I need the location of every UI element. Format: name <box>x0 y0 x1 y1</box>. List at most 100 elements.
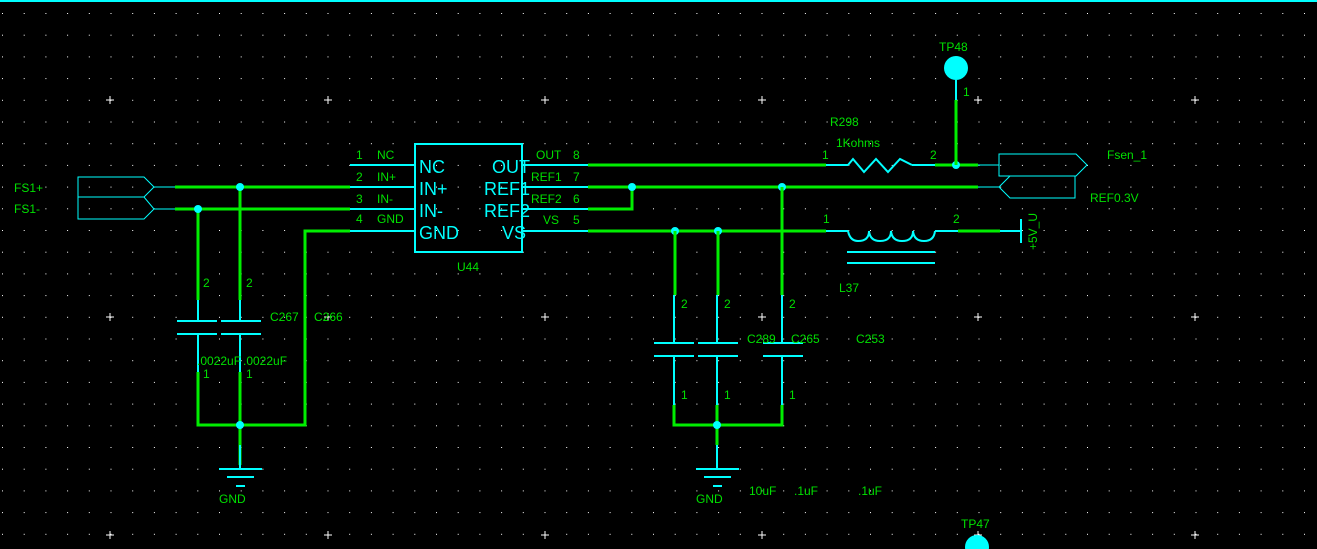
grid-dot <box>197 447 199 448</box>
grid-dot <box>1260 186 1262 188</box>
grid-dot <box>848 121 850 123</box>
grid-dot <box>1260 164 1262 166</box>
grid-dot <box>45 56 47 58</box>
grid-dot <box>609 13 611 14</box>
capacitor-c253[interactable] <box>763 295 803 405</box>
grid-dot <box>1065 468 1067 470</box>
grid-dot <box>1260 56 1262 58</box>
grid-dot <box>935 381 937 383</box>
grid-dot <box>1238 251 1240 253</box>
grid-dot <box>349 295 351 297</box>
grid-dot <box>479 230 481 231</box>
grid-dot <box>240 360 242 362</box>
port-ref03v[interactable] <box>978 175 1076 199</box>
grid-dot <box>457 425 459 427</box>
grid-dot <box>457 78 459 80</box>
grid-dot <box>479 403 481 405</box>
grid-dot <box>370 316 372 318</box>
grid-dot <box>826 360 828 362</box>
grid-dot <box>479 186 481 188</box>
grid-dot <box>284 230 286 231</box>
grid-dot <box>197 512 199 514</box>
power-5v-label: +5V_U <box>1026 213 1040 250</box>
grid-dot <box>522 533 524 535</box>
net-gnd-caps[interactable] <box>672 405 784 445</box>
grid-dot <box>132 78 134 80</box>
grid-dot <box>913 99 915 101</box>
grid-dot <box>392 381 394 383</box>
grid-dot <box>1173 56 1175 58</box>
grid-dot <box>1195 56 1197 58</box>
resistor-r298[interactable] <box>826 157 935 174</box>
c266-pin2: 2 <box>246 276 253 290</box>
grid-dot <box>110 403 112 405</box>
inductor-l37[interactable] <box>826 230 958 264</box>
grid-dot <box>1000 316 1002 318</box>
grid-dot <box>1087 381 1088 383</box>
grid-dot <box>1152 230 1154 231</box>
grid-dot <box>457 338 459 340</box>
grid-dot <box>2 468 3 470</box>
capacitor-c265[interactable] <box>698 295 738 405</box>
port-fsen-1[interactable] <box>978 153 1088 177</box>
grid-dot <box>718 34 720 36</box>
grid-dot <box>609 34 611 36</box>
grid-dot <box>284 164 286 166</box>
grid-dot <box>739 316 741 318</box>
grid-dot <box>653 468 654 470</box>
grid-dot <box>978 13 980 14</box>
grid-dot <box>870 56 871 58</box>
grid-dot <box>783 360 785 362</box>
port-fs1-minus[interactable] <box>77 196 175 220</box>
c267-value: .0022uF <box>197 354 241 368</box>
grid-dot <box>23 78 25 80</box>
grid-dot <box>653 338 654 340</box>
grid-dot <box>1152 34 1154 36</box>
capacitor-c267[interactable] <box>177 300 217 372</box>
grid-dot <box>1238 295 1240 297</box>
grid-dot <box>913 34 915 36</box>
grid-dot <box>1000 143 1002 145</box>
grid-dot <box>262 447 264 448</box>
grid-dot <box>696 121 698 123</box>
grid-dot <box>219 533 220 535</box>
net-gnd-u44[interactable] <box>196 229 350 465</box>
grid-dot <box>349 34 351 36</box>
grid-dot <box>392 143 394 145</box>
grid-dot <box>978 56 980 58</box>
grid-dot <box>848 143 850 145</box>
grid-dot <box>1152 403 1154 405</box>
capacitor-c266[interactable] <box>221 300 261 372</box>
grid-dot <box>2 208 3 210</box>
grid-dot <box>522 512 524 514</box>
grid-dot <box>1065 121 1067 123</box>
grid-dot <box>197 121 199 123</box>
capacitor-c289[interactable] <box>654 295 694 405</box>
grid-dot <box>501 468 503 470</box>
grid-dot <box>696 533 698 535</box>
grid-dot <box>305 447 307 448</box>
grid-dot <box>804 143 806 145</box>
grid-dot <box>522 143 524 145</box>
grid-dot <box>1195 338 1197 340</box>
grid-dot <box>1021 230 1023 231</box>
grid-dot <box>327 251 329 253</box>
grid-dot <box>566 251 568 253</box>
grid-dot <box>45 121 47 123</box>
c267-pin1: 1 <box>203 367 210 381</box>
grid-dot <box>1065 381 1067 383</box>
grid-dot <box>522 447 524 448</box>
testpoint-tp48[interactable] <box>944 56 968 165</box>
u44-label-out: OUT <box>492 157 530 177</box>
grid-dot <box>1152 164 1154 166</box>
crosshair-marker <box>758 313 766 321</box>
grid-dot <box>1260 447 1262 448</box>
port-fs1-plus[interactable] <box>77 176 175 198</box>
grid-dot <box>132 533 134 535</box>
testpoint-tp47[interactable] <box>965 535 989 549</box>
grid-dot <box>804 121 806 123</box>
grid-dot <box>826 121 828 123</box>
u44-body[interactable] <box>414 143 523 253</box>
ground-symbol-1 <box>219 445 262 487</box>
